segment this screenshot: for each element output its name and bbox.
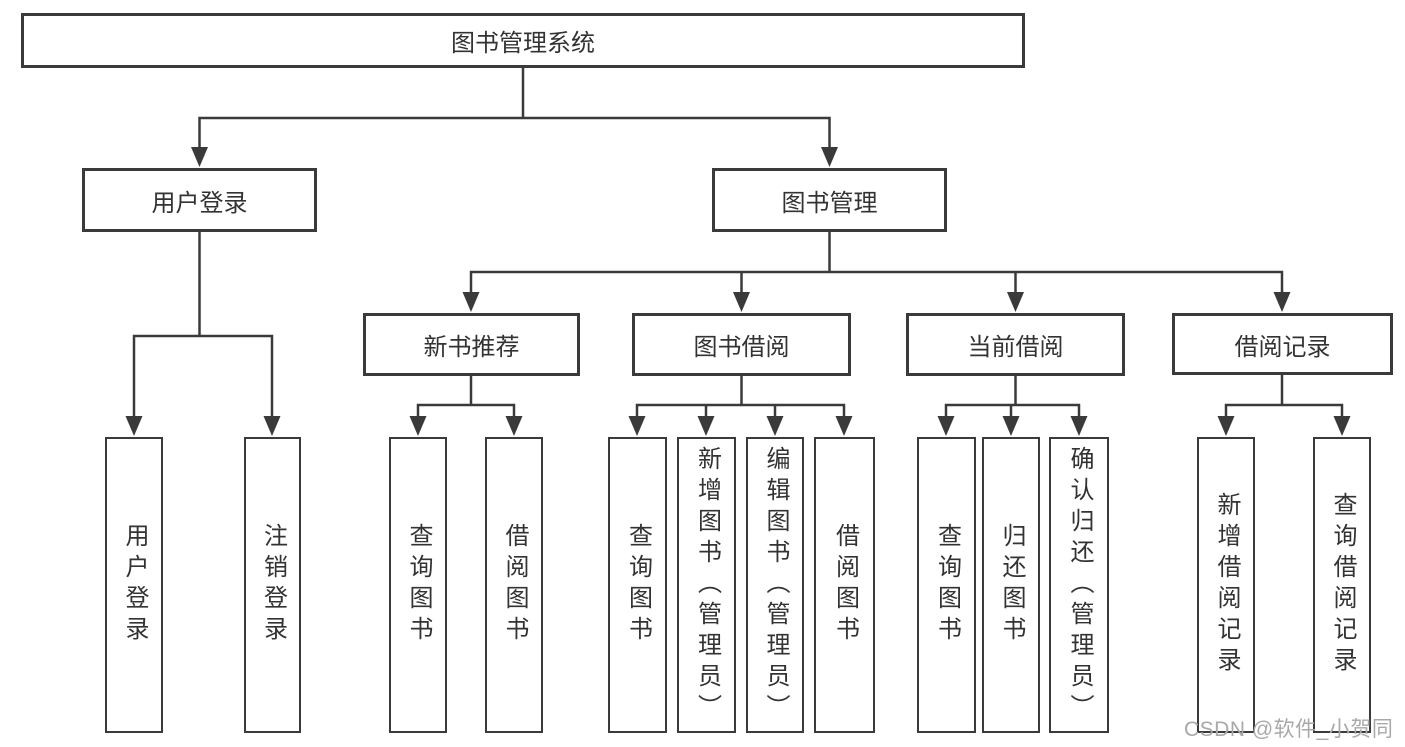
arrowhead-leaf-confirm-return [1070, 416, 1088, 436]
arrowhead-new-book [462, 292, 480, 312]
leaf-query-borrow-record: 查询借阅记录 [1313, 437, 1371, 733]
leaf-query-books-2: 查询图书 [608, 437, 667, 733]
arrowhead-current-borrowing [1007, 292, 1024, 312]
leaf-label: 用户登录 [121, 523, 148, 647]
arrowhead-leaf-query-record [1333, 416, 1351, 436]
connector-current-borrowing-to-leaves [944, 372, 1081, 422]
leaf-label: 注销登录 [259, 523, 287, 647]
arrowhead-leaf-query-books-3 [937, 416, 955, 436]
leaf-label: 借阅图书 [831, 523, 859, 647]
node-label: 借阅记录 [1234, 333, 1331, 361]
leaf-user-login: 用户登录 [105, 437, 163, 733]
connector-new-book-to-leaves [416, 372, 516, 422]
leaf-borrow-books-1: 借阅图书 [485, 437, 543, 733]
leaf-add-book-admin: 新增图书（管理员） [677, 437, 736, 733]
leaf-label: 查询图书 [405, 523, 432, 647]
leaf-label: 归还图书 [998, 523, 1025, 647]
arrowhead-leaf-borrow-books-2 [835, 416, 853, 436]
connector-borrowing-records-to-leaves [1224, 372, 1344, 422]
arrowhead-leaf-logout [263, 416, 281, 436]
leaf-query-books-3: 查询图书 [917, 437, 976, 733]
leaf-logout: 注销登录 [244, 437, 301, 733]
arrowhead-book-borrowing [733, 292, 750, 312]
leaf-label: 新增借阅记录 [1213, 492, 1240, 678]
leaf-label: 查询图书 [933, 523, 961, 647]
arrowhead-leaf-borrow-books-1 [505, 416, 523, 436]
leaf-confirm-return-admin: 确认归还（管理员） [1049, 437, 1109, 733]
arrowhead-leaf-query-books-1 [409, 416, 427, 436]
node-book-borrowing: 图书借阅 [632, 313, 851, 376]
arrowhead-leaf-edit-book [766, 416, 784, 436]
leaf-label: 查询借阅记录 [1329, 492, 1356, 678]
arrowhead-leaf-return-book [1002, 416, 1020, 436]
leaf-return-book: 归还图书 [982, 437, 1040, 733]
arrowhead-borrowing-records [1273, 292, 1291, 312]
node-label: 图书管理系统 [451, 30, 595, 57]
connector-user-login-to-leaves [132, 228, 274, 421]
leaf-label: 借阅图书 [501, 523, 528, 647]
node-label: 图书管理 [781, 189, 878, 217]
leaf-edit-book-admin: 编辑图书（管理员） [746, 437, 804, 733]
node-borrowing-records: 借阅记录 [1172, 313, 1393, 375]
leaf-label: 编辑图书（管理员） [762, 445, 789, 725]
connector-root-to-level2 [198, 64, 831, 152]
connector-book-management-to-level3 [469, 228, 1284, 297]
node-book-management: 图书管理 [712, 168, 947, 232]
node-library-management-system: 图书管理系统 [21, 13, 1025, 68]
csdn-watermark: CSDN @软件_小贺同学 [1184, 718, 1394, 741]
node-new-book-recommendation: 新书推荐 [363, 313, 580, 376]
node-user-login: 用户登录 [82, 168, 317, 232]
leaf-query-books-1: 查询图书 [389, 437, 447, 733]
node-label: 图书借阅 [693, 334, 790, 361]
arrowhead-book-management [821, 147, 838, 167]
arrowhead-leaf-user-login [125, 416, 143, 436]
node-label: 用户登录 [151, 189, 248, 217]
node-current-borrowing: 当前借阅 [906, 313, 1125, 376]
leaf-label: 查询图书 [624, 523, 652, 647]
arrowhead-leaf-query-books-2 [628, 416, 646, 436]
leaf-borrow-books-2: 借阅图书 [814, 437, 875, 733]
arrowhead-leaf-add-book [697, 416, 715, 436]
leaf-add-borrow-record: 新增借阅记录 [1197, 437, 1255, 733]
connector-book-borrowing-to-leaves [635, 372, 846, 422]
arrowhead-leaf-add-record [1217, 416, 1235, 436]
arrowhead-user-login [191, 147, 208, 167]
leaf-label: 新增图书（管理员） [693, 445, 721, 725]
node-label: 当前借阅 [967, 334, 1064, 361]
node-label: 新书推荐 [423, 334, 520, 361]
leaf-label: 确认归还（管理员） [1066, 445, 1093, 725]
